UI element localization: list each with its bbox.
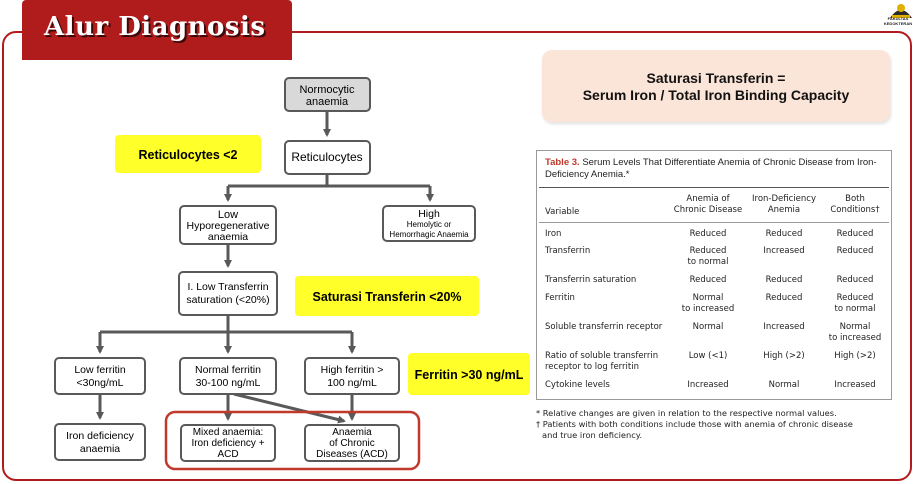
flow-node-iron-deficiency-anaemia: Iron deficiency anaemia [54, 423, 146, 461]
table-cell-both: Reduced [836, 246, 874, 256]
table-cell-acd: Increased [687, 380, 729, 390]
table-cell-acd: Reduced [689, 275, 727, 285]
table-footnotes: * Relative changes are given in relation… [536, 408, 896, 441]
svg-text:Anaemia: Anaemia [332, 427, 372, 438]
flow-node-high-hemolytic: High Hemolytic or Hemorrhagic Anaemia [382, 205, 476, 242]
flow-node-acd: Anaemia of Chronic Diseases (ACD) [304, 424, 400, 462]
svg-text:100 ng/mL: 100 ng/mL [327, 377, 377, 389]
svg-text:Mixed anaemia:: Mixed anaemia: [193, 427, 264, 438]
flow-node-mixed-anaemia: Mixed anaemia: Iron deficiency + ACD [180, 424, 276, 462]
formula-line-1: Saturasi Transferin = [646, 70, 786, 86]
slide-frame [2, 31, 912, 481]
footnote-3: and true iron deficiency. [542, 430, 643, 440]
svg-text:Diseases (ACD): Diseases (ACD) [316, 449, 388, 460]
table-cell-ida: Reduced [765, 229, 803, 239]
svg-text:Hemorrhagic Anaemia: Hemorrhagic Anaemia [389, 230, 469, 239]
table-cell-variable: Soluble transferrin receptor [545, 322, 663, 332]
svg-text:saturation (<20%): saturation (<20%) [186, 294, 269, 306]
flow-node-low-transferrin: I. Low Transferrin saturation (<20%) [178, 271, 278, 316]
table-cell-ida: Reduced [765, 275, 803, 285]
table-cell-variable: Transferrin saturation [545, 275, 637, 285]
formula-box: Saturasi Transferin = Serum Iron / Total… [542, 50, 890, 122]
table-cell-ida: Reduced [765, 293, 803, 303]
header-variable: Variable [545, 207, 580, 217]
flow-node-low-hyporegenerative: Low Hyporegenerative anaemia [179, 205, 277, 245]
svg-text:Reticulocytes <2: Reticulocytes <2 [138, 148, 237, 162]
svg-text:of Chronic: of Chronic [329, 438, 375, 449]
callout-reticulocytes: Reticulocytes <2 [115, 135, 261, 173]
svg-text:Normal ferritin: Normal ferritin [195, 364, 261, 376]
table-cell-ida: Increased [763, 322, 805, 332]
svg-text:Low ferritin: Low ferritin [74, 364, 126, 376]
svg-text:Reticulocytes: Reticulocytes [291, 150, 362, 164]
svg-text:30-100 ng/mL: 30-100 ng/mL [196, 377, 261, 389]
svg-text:Saturasi Transferin <20%: Saturasi Transferin <20% [312, 290, 461, 304]
callout-saturation: Saturasi Transferin <20% [295, 276, 479, 316]
flow-node-high-ferritin: High ferritin > 100 ng/mL [304, 357, 400, 395]
table-cell-variable: Ferritin [545, 293, 575, 303]
acd-highlight-frame [164, 410, 421, 471]
table-cell-acd: Low (<1) [688, 351, 728, 361]
table-label: Table 3. [545, 157, 580, 168]
table-cell-ida: Increased [763, 246, 805, 256]
flow-node-reticulocytes: Reticulocytes [284, 140, 371, 175]
svg-text:High: High [418, 208, 440, 220]
svg-text:I. Low Transferrin: I. Low Transferrin [187, 281, 268, 293]
table-top-rule [539, 187, 889, 188]
svg-text:Iron deficiency +: Iron deficiency + [191, 438, 264, 449]
svg-text:Hyporegenerative: Hyporegenerative [187, 220, 270, 232]
table-cell-ida: High (>2) [763, 351, 805, 361]
table-caption: Table 3. Serum Levels That Differentiate… [545, 157, 885, 181]
svg-text:anaemia: anaemia [208, 231, 248, 243]
svg-text:Low: Low [218, 209, 238, 221]
logo-text: FAKULTAS KEDOKTERAN [883, 16, 913, 26]
svg-text:anaemia: anaemia [80, 443, 120, 455]
title-bar [22, 0, 292, 60]
table-cell-variable: Transferrin [545, 246, 591, 256]
svg-text:Normocytic: Normocytic [299, 84, 355, 96]
svg-text:Hemolytic or: Hemolytic or [407, 220, 452, 229]
flow-node-normocytic: Normocytic anaemia [284, 77, 371, 112]
table-cell-both: Increased [834, 380, 876, 390]
comparison-table: Table 3. Serum Levels That Differentiate… [536, 150, 892, 400]
table-cell-variable: Cytokine levels [545, 380, 610, 390]
formula-line-2: Serum Iron / Total Iron Binding Capacity [582, 87, 850, 103]
flow-node-normal-ferritin: Normal ferritin 30-100 ng/mL [179, 357, 277, 395]
callout-ferritin: Ferritin >30 ng/mL [408, 353, 530, 395]
university-logo [890, 4, 912, 18]
flow-node-low-ferritin: Low ferritin <30ng/mL [54, 357, 146, 395]
table-header-rule [539, 222, 889, 223]
table-cell-acd: Normal [692, 322, 724, 332]
table-cell-both: Reduced [836, 229, 874, 239]
svg-text:anaemia: anaemia [306, 96, 349, 108]
svg-text:Iron deficiency: Iron deficiency [66, 430, 134, 442]
slide-title: Alur Diagnosis [44, 12, 266, 42]
table-caption-text: Serum Levels That Differentiate Anemia o… [545, 157, 877, 180]
table-cell-variable: Iron [545, 229, 562, 239]
table-cell-both: Reduced [836, 275, 874, 285]
table-cell-ida: Normal [768, 380, 800, 390]
svg-text:<30ng/mL: <30ng/mL [77, 377, 124, 389]
svg-text:Ferritin >30 ng/mL: Ferritin >30 ng/mL [415, 368, 524, 382]
flow-connectors [96, 111, 434, 424]
footnote-2: † Patients with both conditions include … [536, 419, 853, 429]
footnote-1: * Relative changes are given in relation… [536, 408, 837, 418]
svg-text:ACD: ACD [217, 449, 238, 460]
table-cell-acd: Reduced [689, 229, 727, 239]
svg-text:High ferritin >: High ferritin > [321, 364, 384, 376]
table-cell-both: High (>2) [834, 351, 876, 361]
